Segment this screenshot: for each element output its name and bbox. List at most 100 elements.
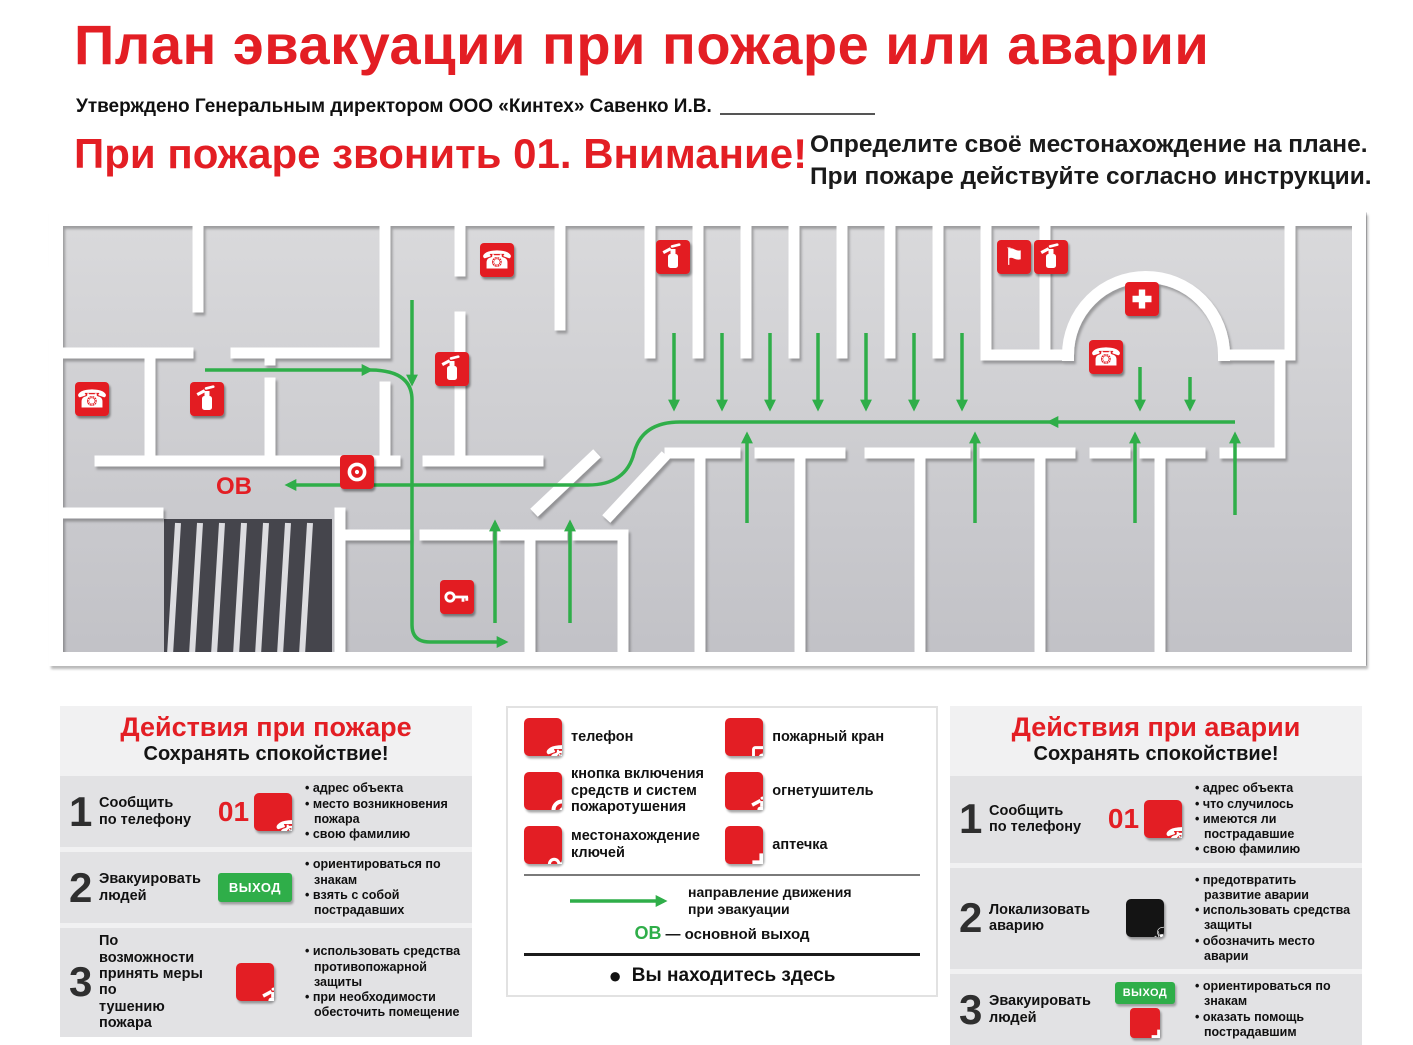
bullet: адрес объекта (1195, 781, 1353, 796)
exit-badge: ВЫХОД (1114, 981, 1176, 1004)
extinguisher-icon (435, 352, 469, 386)
phone-icon (1144, 800, 1183, 839)
extinguisher-icon (725, 772, 764, 810)
step-action: Локализовать аварию (989, 901, 1090, 935)
legend-label: местонахождение ключей (571, 828, 700, 862)
floor-plan: ОВ (40, 205, 1375, 690)
step-action: Сообщить по телефону (99, 795, 192, 828)
staircase (164, 519, 332, 657)
extinguisher-icon (236, 963, 274, 1002)
step-bullets: ориентироваться по знакам оказать помощь… (1195, 979, 1353, 1040)
step-number: 1 (959, 795, 983, 843)
fire-step-3: 3 По возможности принять меры по тушению… (60, 928, 472, 1037)
phone-icon (75, 382, 109, 416)
bullet: предотвратить развитие аварии (1195, 873, 1353, 904)
step-bullets: использовать средства противопожарной за… (305, 944, 463, 1020)
fire-step-2: 2 Эвакуировать людей ВЫХОД ориентировать… (60, 852, 472, 924)
direction-label: направление движения при эвакуации (688, 884, 852, 917)
bullet: использовать средства защиты (1195, 903, 1353, 934)
legend-panel: телефон пожарный кран кнопка включения с… (506, 706, 938, 997)
phone-icon (1089, 340, 1123, 374)
legend-item: аптечка (725, 826, 920, 865)
bullet: ориентироваться по знакам (1195, 979, 1353, 1010)
phone-icon (480, 243, 514, 277)
step-bullets: адрес объекта место возникновения пожара… (305, 781, 463, 842)
bullet: место возникновения пожара (305, 797, 463, 828)
legend-label: аптечка (772, 836, 828, 853)
direction-legend: направление движения при эвакуации (524, 884, 920, 918)
bullet: при необходимости обесточить помещение (305, 990, 463, 1021)
signature-line (719, 99, 875, 115)
main-exit-desc: — основной выход (665, 925, 810, 943)
alarm-button-icon (524, 772, 562, 810)
accident-panel-subtitle: Сохранять спокойствие! (1033, 743, 1279, 766)
exit-badge: ВЫХОД (217, 873, 293, 903)
legend-label: пожарный кран (772, 728, 885, 745)
accident-panel-title: Действия при аварии (1011, 712, 1301, 742)
first-aid-icon (1125, 282, 1159, 316)
hydrant-icon (997, 240, 1031, 274)
legend-item: пожарный кран (725, 718, 920, 756)
step-bullets: предотвратить развитие аварии использова… (1195, 873, 1353, 965)
main-exit-abbr: ОВ (634, 922, 662, 943)
fire-panel-subtitle: Сохранять спокойствие! (143, 743, 389, 766)
bullet: адрес объекта (305, 781, 463, 796)
floor-plan-svg: ОВ (48, 212, 1367, 666)
key-icon (524, 826, 562, 865)
fire-panel-title: Действия при пожаре (120, 712, 412, 742)
bullet: ориентироваться по знакам (305, 857, 463, 888)
you-are-here-dot: ● (608, 962, 622, 988)
phone-number: 01 (1107, 803, 1140, 835)
accident-step-3: 3 Эвакуировать людей ВЫХОД ориентировать… (950, 974, 1362, 1045)
plan-markers (75, 240, 1159, 614)
step-bullets: адрес объекта что случилось имеются ли п… (1195, 781, 1353, 857)
legend-label: огнетушитель (772, 782, 874, 799)
step-action: Сообщить по телефону (989, 803, 1082, 836)
bullet: взять с собой пострадавших (305, 888, 463, 919)
phone-number: 01 (217, 795, 250, 827)
you-are-here: ● Вы находитесь здесь (524, 952, 920, 988)
extinguisher-icon (1034, 240, 1068, 274)
step-number: 3 (959, 985, 983, 1033)
main-exit-label: ОВ (216, 473, 252, 500)
hydrant-icon (725, 718, 764, 756)
key-icon (440, 580, 474, 614)
emergency-call-headline: При пожаре звонить 01. Внимание! (74, 130, 808, 177)
accident-actions-panel: Действия при аварии Сохранять спокойстви… (950, 706, 1362, 1045)
fire-step-1: 1 Сообщить по телефону 01 адрес объекта … (60, 776, 472, 848)
bullet: что случилось (1195, 797, 1353, 812)
legend-item: огнетушитель (725, 766, 920, 816)
bullet: оказать помощь пострадавшим (1195, 1010, 1353, 1041)
window (48, 267, 63, 339)
phone-icon (254, 792, 293, 831)
hazard-skull-icon (1126, 899, 1164, 938)
bullet: имеются ли пострадавшие (1195, 812, 1353, 843)
step-action: По возможности принять меры по тушению п… (99, 933, 203, 1032)
first-aid-icon (725, 826, 764, 865)
legend-item: местонахождение ключей (524, 826, 711, 865)
instructions-text: Определите своё местонахождение на плане… (810, 131, 1372, 190)
bullet: обозначить место аварии (1195, 934, 1353, 965)
first-aid-icon (1130, 1007, 1160, 1038)
step-number: 2 (69, 863, 93, 911)
fire-actions-panel: Действия при пожаре Сохранять спокойстви… (60, 706, 472, 1037)
you-are-here-label: Вы находитесь здесь (631, 964, 836, 986)
phone-icon (524, 718, 562, 756)
bullet: свою фамилию (1195, 842, 1353, 857)
step-action: Эвакуировать людей (989, 993, 1091, 1026)
legend-label: телефон (571, 728, 634, 745)
accident-step-1: 1 Сообщить по телефону 01 адрес объекта … (950, 776, 1362, 863)
page-title: План эвакуации при пожаре или аварии (74, 13, 1210, 76)
extinguisher-icon (190, 382, 224, 416)
walls (49, 212, 1366, 666)
evacuation-routes (205, 300, 1241, 648)
step-bullets: ориентироваться по знакам взять с собой … (305, 857, 463, 918)
legend-label: кнопка включения средств и систем пожаро… (571, 766, 704, 816)
legend-item: кнопка включения средств и систем пожаро… (524, 766, 711, 816)
bullet: свою фамилию (305, 827, 463, 842)
legend-item: телефон (524, 718, 711, 756)
bullet: использовать средства противопожарной за… (305, 944, 463, 990)
step-action: Эвакуировать людей (99, 871, 201, 904)
extinguisher-icon (656, 240, 690, 274)
approved-line: Утверждено Генеральным директором ООО «К… (76, 96, 875, 118)
